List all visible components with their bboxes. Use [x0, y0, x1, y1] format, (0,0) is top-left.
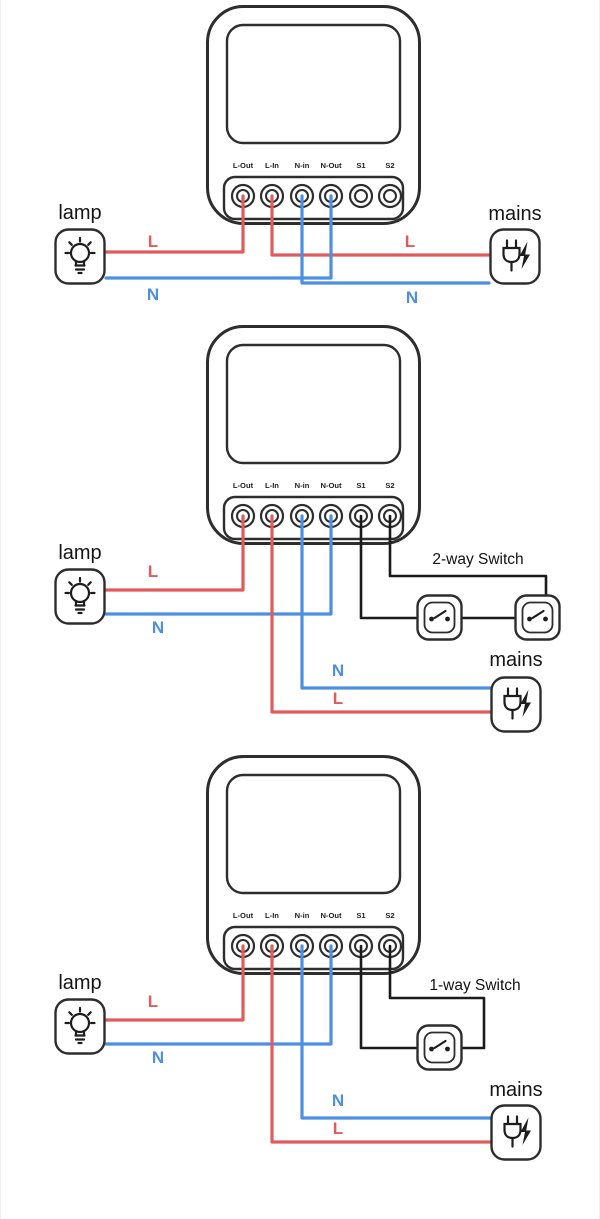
live-wire-lamp: [104, 944, 245, 1022]
live-wire-mains: [270, 944, 492, 1144]
live-label-mains: L: [333, 1119, 343, 1138]
neutral-label-left: N: [147, 285, 159, 304]
live-wire-lamp: [104, 194, 245, 254]
live-label-mains: L: [333, 689, 343, 708]
lamp-icon: [54, 228, 106, 285]
lamp-label: lamp: [58, 972, 101, 994]
mains-label: mains: [489, 1079, 542, 1101]
2way-switch-label: 2-way Switch: [432, 551, 523, 568]
switch-icon: [416, 1024, 463, 1071]
s2-wire: [388, 944, 486, 1050]
neutral-wire-mains: [300, 944, 492, 1120]
live-label-right: L: [405, 232, 415, 251]
mains-icon: [490, 676, 542, 733]
neutral-label-lamp: N: [152, 1048, 164, 1067]
neutral-label-mains: N: [332, 661, 344, 680]
lamp-icon: [54, 568, 106, 625]
mains-label: mains: [488, 203, 541, 225]
smart-switch-module: [206, 755, 421, 975]
s1-wire: [359, 944, 418, 1050]
neutral-wire-lamp: [104, 514, 333, 616]
lamp-icon: [54, 998, 106, 1055]
lamp-label: lamp: [58, 542, 101, 564]
live-label-lamp: L: [148, 562, 158, 581]
live-label-lamp: L: [148, 992, 158, 1011]
diagram-2way-switch: L N N L lamp mains 2-way Switch: [54, 325, 561, 733]
s2-wire: [388, 514, 548, 596]
smart-switch-module: [206, 5, 421, 225]
switch-icon-right: [514, 594, 561, 641]
neutral-wire-mains: [300, 514, 492, 690]
neutral-wire-lamp: [104, 944, 333, 1046]
live-wire-mains: [270, 194, 491, 257]
live-wire-lamp: [104, 514, 245, 592]
mains-icon: [489, 228, 541, 285]
switch-icon-left: [416, 594, 463, 641]
lamp-label: lamp: [58, 202, 101, 224]
diagram-1way-switch: L N N L lamp mains 1-way Switch: [54, 755, 543, 1161]
mains-icon: [490, 1104, 542, 1161]
neutral-wire-lamp: [104, 194, 333, 280]
live-label-left: L: [148, 232, 158, 251]
neutral-wire-mains: [300, 194, 491, 285]
diagram-direct-wiring: L N L N lamp mains: [54, 5, 542, 307]
s1-wire: [359, 514, 418, 620]
mains-label: mains: [489, 649, 542, 671]
1way-switch-label: 1-way Switch: [429, 977, 520, 994]
neutral-label-right: N: [406, 288, 418, 307]
neutral-label-mains: N: [332, 1091, 344, 1110]
neutral-label-lamp: N: [152, 618, 164, 637]
smart-switch-module: [206, 325, 421, 545]
live-wire-mains: [270, 514, 492, 714]
